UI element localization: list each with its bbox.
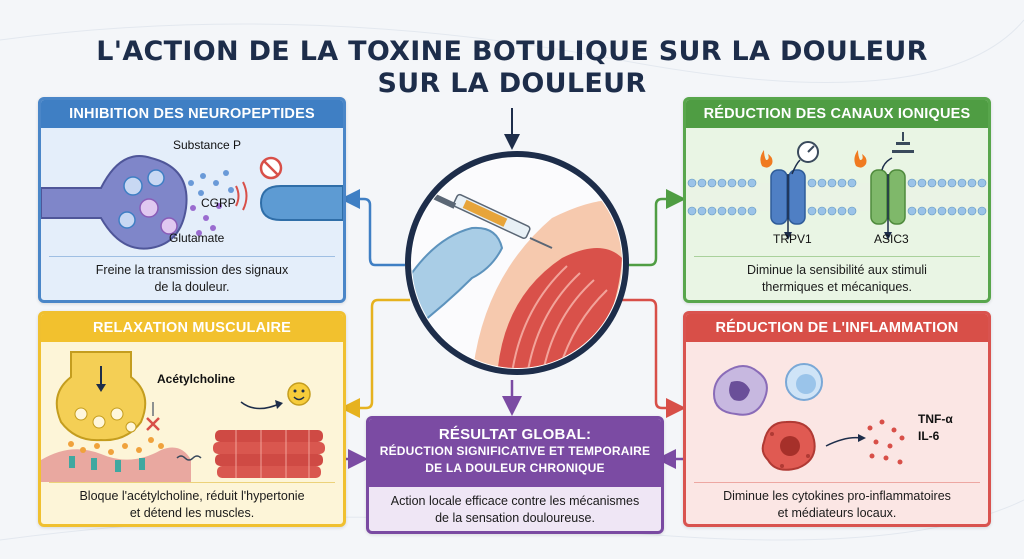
panel-muscle-caption: Bloque l'acétylcholine, réduit l'hyperto… — [79, 489, 305, 520]
result-line-2: DE LA DOULEUR CHRONIQUE — [425, 461, 605, 475]
panel-inflammation-caption: Diminue les cytokines pro-inflammatoires… — [723, 489, 951, 520]
panel-ion-channels: RÉDUCTION DES CANAUX IONIQUES — [683, 97, 991, 303]
panel-ion-channels-caption: Diminue la sensibilité aux stimuli therm… — [747, 263, 927, 294]
divider — [694, 256, 980, 257]
panel-inflammation: RÉDUCTION DE L'INFLAMMATION TNF-α IL-6 D… — [683, 311, 991, 527]
pressure-icon — [881, 132, 914, 171]
panel-inflammation-header: RÉDUCTION DE L'INFLAMMATION — [686, 314, 988, 342]
divider — [694, 482, 980, 483]
panel-muscle-header: RELAXATION MUSCULAIRE — [41, 314, 343, 342]
neuromuscular-illustration — [41, 351, 325, 482]
injection-illustration — [402, 148, 632, 378]
label-trpv1: TRPV1 — [773, 232, 812, 246]
label-glutamate: Glutamate — [169, 231, 225, 245]
panel-ion-channels-header: RÉDUCTION DES CANAUX IONIQUES — [686, 100, 988, 128]
thermometer-icon — [791, 141, 819, 175]
divider — [49, 482, 335, 483]
forbidden-icon — [259, 156, 283, 180]
membrane-illustration — [686, 132, 988, 240]
page-title: L'ACTION DE LA TOXINE BOTULIQUE SUR LA D… — [96, 36, 928, 67]
result-title: RÉSULTAT GLOBAL: — [438, 426, 592, 443]
panel-neuropeptides-header: INHIBITION DES NEUROPEPTIDES — [41, 100, 343, 128]
immune-cells-illustration — [712, 363, 905, 471]
label-substance-p: Substance P — [173, 138, 242, 152]
divider — [49, 256, 335, 257]
flame-icon — [854, 150, 867, 168]
panel-neuropeptides-caption: Freine la transmission des signaux de la… — [95, 263, 289, 294]
label-cgrp: CGRP — [201, 196, 236, 210]
page-subtitle: SUR LA DOULEUR — [377, 68, 647, 99]
panel-muscle: RELAXATION MUSCULAIRE — [38, 311, 346, 527]
label-tnf-alpha: TNF-α — [918, 412, 953, 426]
label-asic3: ASIC3 — [874, 232, 909, 246]
syringe-icon — [431, 193, 553, 249]
synapse-illustration — [41, 155, 343, 250]
panel-result-caption: Action locale efficace contre les mécani… — [390, 494, 640, 525]
label-il-6: IL-6 — [918, 429, 940, 443]
smiley-icon — [287, 382, 311, 406]
panel-result: RÉSULTAT GLOBAL: RÉDUCTION SIGNIFICATIVE… — [366, 416, 664, 534]
panel-result-header: RÉSULTAT GLOBAL: RÉDUCTION SIGNIFICATIVE… — [369, 419, 661, 487]
result-line-1: RÉDUCTION SIGNIFICATIVE ET TEMPORAIRE — [379, 444, 651, 458]
panel-neuropeptides: INHIBITION DES NEUROPEPTIDES — [38, 97, 346, 303]
flame-icon — [760, 150, 773, 168]
label-acetylcholine: Acétylcholine — [157, 372, 236, 386]
